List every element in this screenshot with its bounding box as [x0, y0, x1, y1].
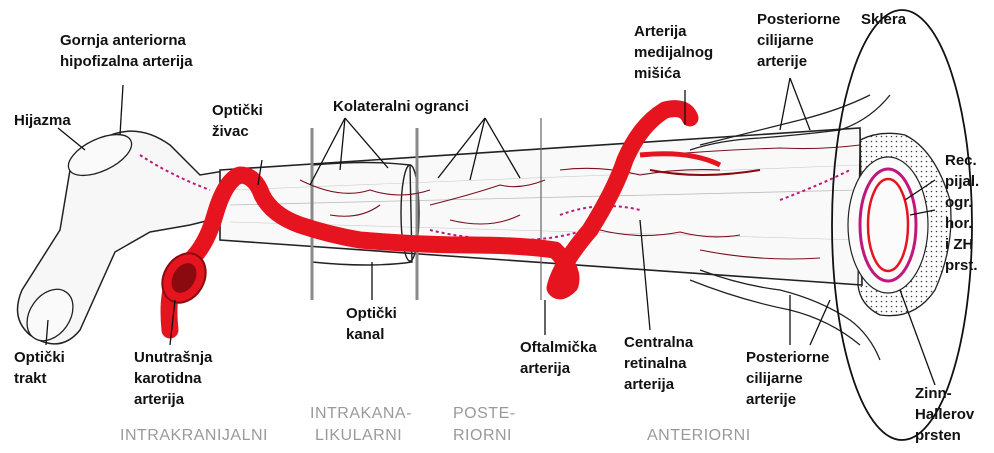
label-arterija-medijalnog: Arterija medijalnog mišića: [634, 23, 717, 82]
segment-intrakranijalni: INTRAKRANIJALNI: [120, 427, 268, 444]
sclera-region: [848, 133, 951, 315]
segment-intrakanalikularni: INTRAKANA- LIKULARNI: [310, 405, 417, 444]
label-gornja-anteriorna: Gornja anteriorna hipofizalna arterija: [60, 32, 193, 70]
label-unutrasnja-karotidna: Unutrašnja karotidna arterija: [134, 349, 217, 408]
label-hijazma: Hijazma: [14, 112, 71, 129]
label-kolateralni-ogranci: Kolateralni ogranci: [333, 98, 469, 115]
label-posteriorne-top: Posteriorne cilijarne arterije: [757, 11, 845, 70]
label-opticki-trakt: Optički trakt: [14, 349, 69, 387]
segment-anteriorni: ANTERIORNI: [647, 427, 751, 444]
label-centralna-retinalna: Centralna retinalna arterija: [624, 334, 697, 393]
label-opticki-kanal: Optički kanal: [346, 305, 401, 343]
segment-posteriorni: POSTE- RIORNI: [453, 405, 521, 444]
label-oftalmicka-arterija: Oftalmička arterija: [520, 339, 601, 377]
label-zinn-hallerov: Zinn- Hallerov prsten: [915, 385, 978, 444]
label-posteriorne-bottom: Posteriorne cilijarne arterije: [746, 349, 834, 408]
label-opticki-zivac: Optički živac: [212, 102, 267, 140]
label-sklera: Sklera: [861, 11, 907, 28]
